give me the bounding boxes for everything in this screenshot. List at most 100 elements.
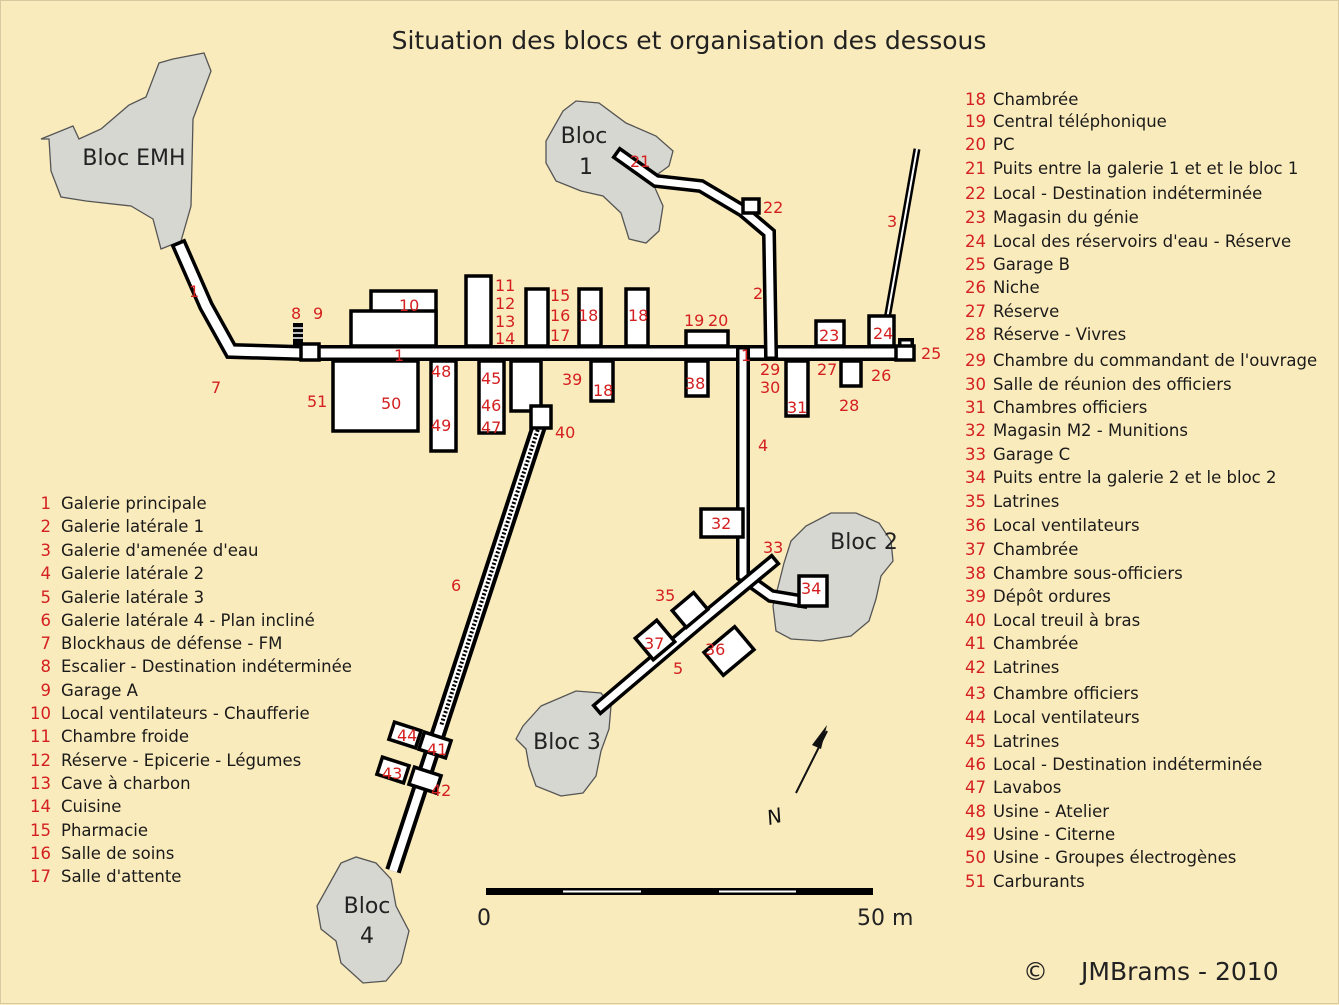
- legend-right: 18 Chambrée 19 Central téléphonique 20 P…: [965, 90, 1317, 891]
- map-number: 3: [887, 212, 897, 231]
- room-37: [632, 617, 678, 663]
- room-43: [374, 754, 412, 786]
- legend-num: 25: [965, 255, 986, 274]
- legend-num: 5: [41, 588, 52, 607]
- map-number: 9: [313, 304, 323, 323]
- bloc-emh-shape: [40, 52, 212, 250]
- map-title: Situation des blocs et organisation des …: [392, 26, 987, 55]
- bloc-labels: Bloc EMH Bloc 1 Bloc 2 Bloc 3 Bloc 4: [82, 124, 897, 949]
- legend-num: 24: [965, 232, 986, 251]
- map-number: 12: [495, 294, 515, 313]
- room-32: [699, 507, 745, 539]
- legend-num: 1: [41, 494, 52, 513]
- room-24: [867, 314, 896, 348]
- map-number: 18: [593, 381, 613, 400]
- stair-8: [293, 323, 303, 345]
- scale-bar: 0 50 m: [477, 888, 913, 931]
- map-number: 44: [397, 726, 417, 745]
- legend-num: 7: [41, 634, 52, 653]
- legend-num: 27: [965, 302, 986, 321]
- room-35: [669, 590, 711, 630]
- room-34: [797, 574, 829, 608]
- legend-num: 11: [30, 727, 51, 746]
- legend-num: 48: [965, 802, 986, 821]
- legend-text: Salle d'attente: [61, 867, 181, 886]
- legend-text: Galerie latérale 2: [61, 564, 204, 583]
- room-40: [529, 404, 553, 430]
- legend-num: 28: [965, 325, 986, 344]
- legend-left: 1 Galerie principale 2 Galerie latérale …: [30, 494, 352, 886]
- room-28: [839, 359, 863, 388]
- map-number: 40: [555, 423, 575, 442]
- legend-num: 37: [965, 540, 986, 559]
- room-42: [406, 764, 444, 796]
- room-22: [741, 197, 761, 215]
- legend-text: Escalier - Destination indéterminée: [61, 657, 352, 676]
- room-9: [299, 342, 321, 362]
- map-number: 20: [708, 311, 728, 330]
- room-25: [894, 344, 916, 362]
- room-18b: [624, 287, 650, 348]
- legend-num: 30: [965, 375, 986, 394]
- legend-text: Salle de soins: [61, 844, 174, 863]
- bloc-4-label: Bloc: [344, 894, 391, 919]
- legend-text: Puits entre la galerie 1 et et le bloc 1: [993, 159, 1298, 178]
- map-number: 47: [481, 418, 501, 437]
- legend-num: 50: [965, 848, 986, 867]
- map-number: 18: [578, 306, 598, 325]
- rooms: [293, 197, 916, 796]
- legend-text: Local - Destination indéterminée: [993, 755, 1262, 774]
- legend-text: Garage C: [993, 445, 1070, 464]
- room-36: [701, 624, 757, 678]
- map-number: 33: [763, 538, 783, 557]
- map-number: 38: [685, 374, 705, 393]
- legend-text: Puits entre la galerie 2 et le bloc 2: [993, 468, 1277, 487]
- legend-num: 46: [965, 755, 986, 774]
- room-45-47: [477, 359, 506, 435]
- map-number: 7: [211, 378, 221, 397]
- legend-text: Latrines: [993, 732, 1059, 751]
- bloc-4-number: 4: [360, 924, 374, 949]
- map-number: 36: [705, 640, 725, 659]
- copyright-icon: ©: [1023, 957, 1048, 986]
- map-number: 4: [758, 436, 768, 455]
- legend-num: 4: [41, 564, 52, 583]
- map-number: 23: [819, 326, 839, 345]
- credit: © JMBrams - 2010: [1023, 957, 1279, 986]
- room-15-17: [524, 287, 550, 348]
- legend-text: PC: [993, 135, 1014, 154]
- legend-num: 31: [965, 398, 986, 417]
- map-number: 28: [839, 396, 859, 415]
- map-number: 21: [630, 152, 650, 171]
- legend-text: Chambre sous-officiers: [993, 564, 1183, 583]
- legend-num: 10: [30, 704, 51, 723]
- map-number: 1: [189, 282, 199, 301]
- legend-text: Galerie latérale 4 - Plan incliné: [61, 611, 315, 630]
- legend-text: Blockhaus de défense - FM: [61, 634, 282, 653]
- legend-text: Lavabos: [993, 778, 1061, 797]
- map-number: 27: [817, 360, 837, 379]
- map-number: 43: [382, 764, 402, 783]
- legend-num: 51: [965, 872, 986, 891]
- map-number: 22: [763, 198, 783, 217]
- legend-num: 14: [30, 797, 51, 816]
- map-number: 11: [495, 276, 515, 295]
- legend-text: Niche: [993, 278, 1040, 297]
- legend-text: Chambrée: [993, 90, 1078, 109]
- legend-text: Magasin M2 - Munitions: [993, 421, 1188, 440]
- map-number: 50: [381, 394, 401, 413]
- legend-text: Garage B: [993, 255, 1070, 274]
- legend-text: Local ventilateurs: [993, 516, 1140, 535]
- legend-num: 32: [965, 421, 986, 440]
- room-38: [684, 359, 710, 398]
- room-10-inner: [349, 309, 438, 348]
- legend-num: 47: [965, 778, 986, 797]
- room-46-block: [509, 359, 543, 413]
- legend-num: 35: [965, 492, 986, 511]
- map-number: 29: [760, 360, 780, 379]
- credit-text: JMBrams - 2010: [1079, 957, 1279, 986]
- map-numbers: 1 1 1 2 3 4 5 6 7 8 9 10 11 12 13 14 15 …: [189, 152, 941, 800]
- legend-num: 29: [965, 351, 986, 370]
- legend-text: Chambre du commandant de l'ouvrage: [993, 351, 1317, 370]
